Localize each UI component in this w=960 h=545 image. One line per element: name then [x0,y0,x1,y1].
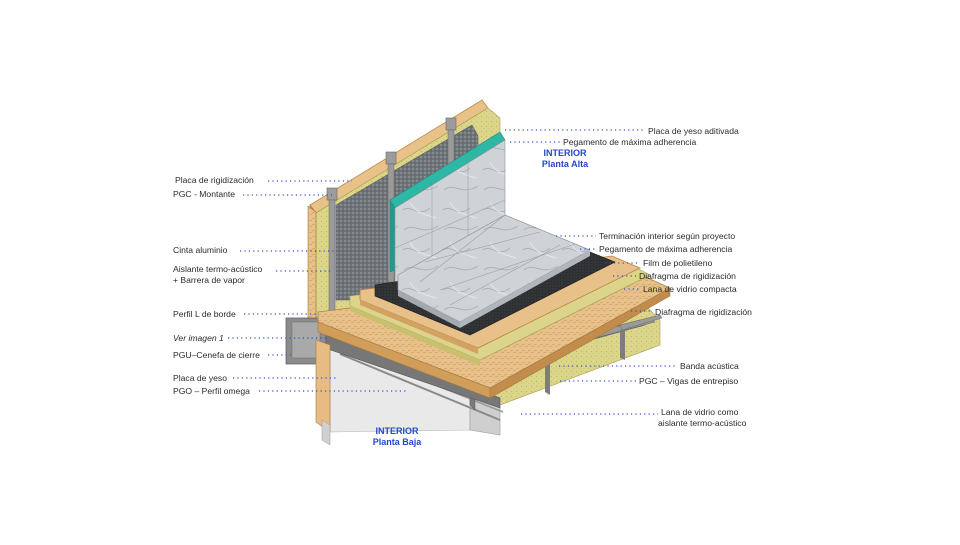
leader-lines-right [505,129,677,415]
label-diafragma-1: Diafragma de rigidización [639,271,736,281]
title-upper-line2: Planta Alta [541,158,589,169]
stud-top-3 [445,117,457,131]
label-pegamento-2: Pegamento de máxima adherencia [599,244,733,254]
label-lana-compacta: Lana de vidrio compacta [643,284,737,294]
title-lower-line2: Planta Baja [372,436,422,447]
title-upper-line1: INTERIOR [543,148,587,158]
label-placa-yeso-aditivada: Placa de yeso aditivada [648,126,739,136]
label-pegamento-1: Pegamento de máxima adherencia [563,137,697,147]
stud-top-1 [326,187,338,201]
label-pgc-vigas: PGC – Vigas de entrepiso [639,376,739,386]
label-placa-yeso: Placa de yeso [173,373,227,383]
label-cinta-aluminio: Cinta aluminio [173,245,228,255]
label-lana-como-line2: aislante termo-acústico [658,418,747,428]
label-banda: Banda acústica [680,361,739,371]
label-placa-rigidizacion: Placa de rigidización [175,175,254,185]
label-perfil-l: Perfil L de borde [173,309,236,319]
lower-wall-gypsum [321,419,331,446]
label-pgc-montante: PGC - Montante [173,189,236,199]
label-terminacion: Terminación interior según proyecto [599,231,736,241]
label-pgo-omega: PGO – Perfil omega [173,386,250,396]
label-pgu-cenefa: PGU–Cenefa de cierre [173,350,260,360]
label-diafragma-2: Diafragma de rigidización [655,307,752,317]
label-film: Film de polietileno [643,258,713,268]
label-ver-imagen: Ver imagen 1 [173,333,224,343]
floor-buildup [285,214,671,436]
stud-top-2 [385,151,397,165]
title-interior-planta-alta: INTERIOR Planta Alta [532,148,598,169]
leader-lines-left [228,180,406,392]
title-interior-planta-baja: INTERIOR Planta Baja [364,426,430,447]
label-lana-como-line1: Lana de vidrio como [661,407,739,417]
label-aislante-line1: Aislante termo-acústico [173,264,263,274]
title-lower-line1: INTERIOR [375,426,419,436]
label-aislante-line2: + Barrera de vapor [173,275,245,285]
